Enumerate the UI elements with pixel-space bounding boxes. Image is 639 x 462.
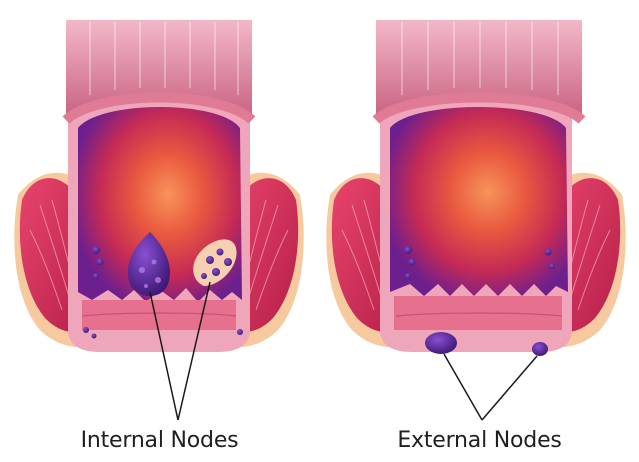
external-hemorrhoid-node-left bbox=[425, 332, 457, 354]
pointer-external-b bbox=[482, 356, 537, 420]
internal-nodes-label: Internal Nodes bbox=[0, 428, 319, 453]
pointer-external-a bbox=[444, 354, 482, 420]
internal-figure bbox=[14, 20, 303, 352]
right-rectal-lumen bbox=[390, 107, 568, 296]
external-nodes-label: External Nodes bbox=[320, 428, 639, 453]
external-hemorrhoid-node-right bbox=[532, 342, 548, 356]
external-figure bbox=[326, 20, 625, 356]
